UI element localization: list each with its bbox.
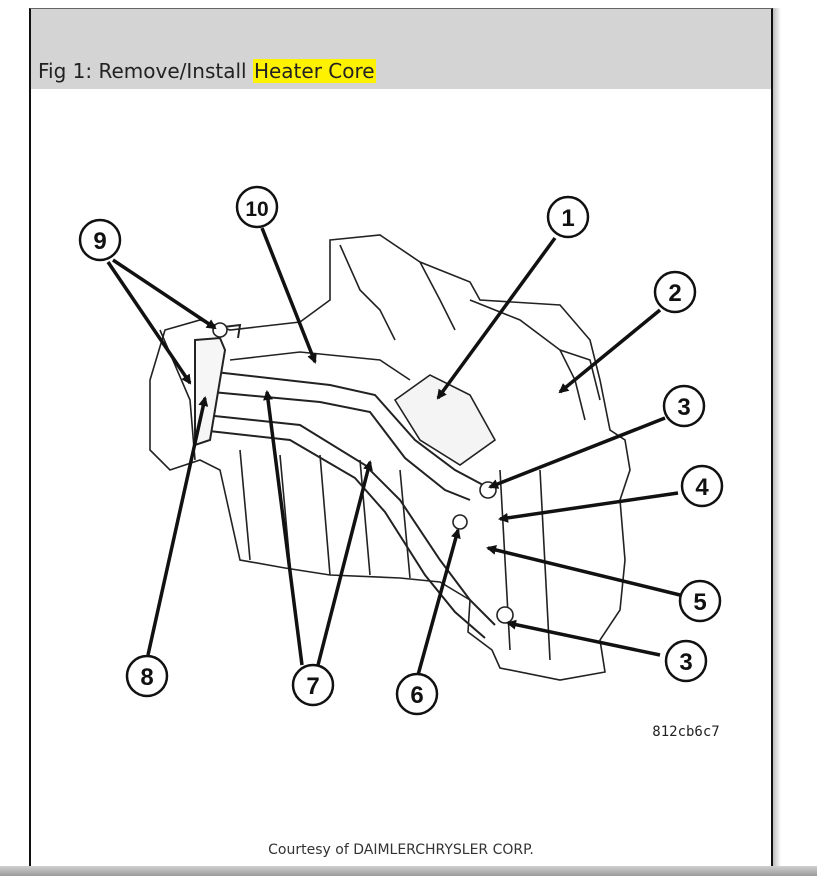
callout-2: 2 <box>653 270 697 314</box>
callout-label: 6 <box>410 682 423 709</box>
figure-caption: Fig 1: Remove/Install Heater Core <box>38 59 376 83</box>
leader-arrows <box>106 227 681 676</box>
heater-core <box>194 323 496 639</box>
callout-label: 2 <box>668 280 681 307</box>
callout-4: 4 <box>680 464 724 508</box>
callout-3-upper: 3 <box>662 384 706 428</box>
figure-id: 812cb6c7 <box>652 724 719 740</box>
credit-line: Courtesy of DAIMLERCHRYSLER CORP. <box>268 842 534 858</box>
callout-label: 10 <box>245 198 268 221</box>
figure-frame: Fig 1: Remove/Install Heater Core <box>29 8 773 876</box>
callout-label: 9 <box>93 228 106 255</box>
callout-label: 8 <box>140 664 153 691</box>
callout-label: 1 <box>561 205 574 232</box>
callout-3-lower: 3 <box>664 639 708 683</box>
callout-label: 5 <box>693 589 706 616</box>
callout-label: 3 <box>679 649 692 676</box>
callout-8: 8 <box>125 654 169 698</box>
callout-10: 10 <box>235 185 279 229</box>
callout-label: 4 <box>695 474 709 501</box>
hose-fittings <box>212 322 514 624</box>
caption-highlight: Heater Core <box>252 59 376 83</box>
callout-9: 9 <box>78 218 122 262</box>
bottom-scroll-shadow <box>0 866 817 876</box>
callout-6: 6 <box>395 672 439 716</box>
hvac-housing <box>149 234 631 681</box>
blend-door-actuator <box>393 374 497 466</box>
caption-prefix: Fig 1: Remove/Install <box>38 59 253 83</box>
callout-label: 3 <box>677 394 690 421</box>
callout-5: 5 <box>678 579 722 623</box>
frame-shadow <box>773 8 781 876</box>
callout-1: 1 <box>546 195 590 239</box>
callout-label: 7 <box>306 673 319 700</box>
callout-7: 7 <box>291 663 335 707</box>
figure-header: Fig 1: Remove/Install Heater Core <box>31 9 771 89</box>
